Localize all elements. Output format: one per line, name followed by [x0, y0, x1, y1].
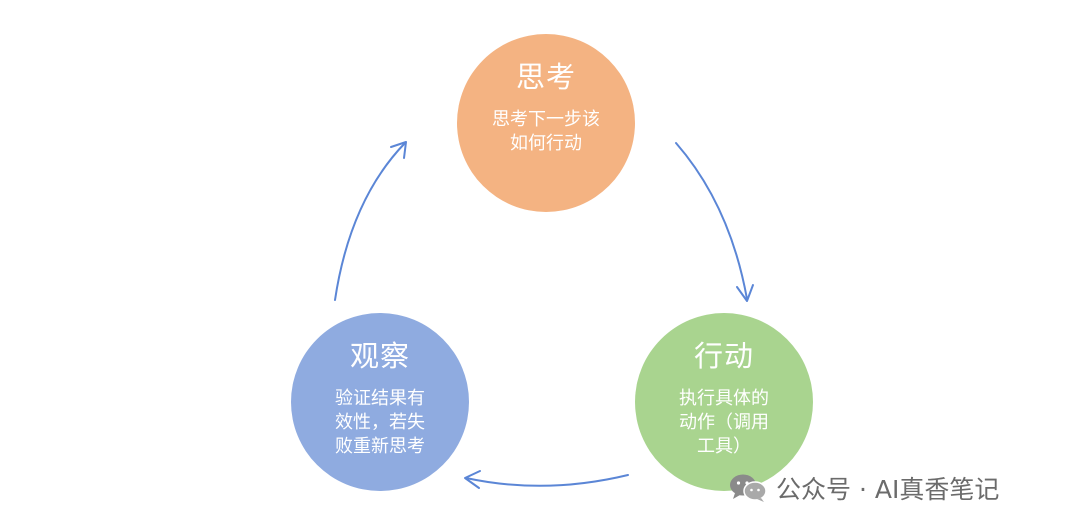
node-act: 行动 执行具体的动作（调用工具）: [635, 313, 813, 491]
node-think: 思考 思考下一步该如何行动: [457, 34, 635, 212]
arrow-observe-to-think: [334, 142, 406, 301]
arrow-act-to-observe-head: [464, 470, 481, 489]
arrow-observe-to-think-head: [390, 141, 407, 159]
node-observe-desc: 验证结果有效性，若失败重新思考: [335, 388, 425, 457]
arrow-think-to-act-head: [736, 284, 754, 302]
node-think-title: 思考: [515, 60, 576, 94]
wechat-icon: [730, 474, 767, 502]
node-act-title: 行动: [693, 339, 754, 373]
watermark: 公众号 · AI真香笔记: [728, 470, 999, 506]
node-act-desc: 执行具体的动作（调用工具）: [679, 388, 769, 457]
arrow-think-to-act: [675, 142, 748, 300]
node-observe: 观察 验证结果有效性，若失败重新思考: [291, 313, 469, 491]
arrow-act-to-observe: [465, 474, 629, 487]
watermark-text: 公众号 · AI真香笔记: [776, 475, 1000, 504]
node-observe-title: 观察: [349, 339, 410, 373]
node-think-desc: 思考下一步该如何行动: [492, 109, 600, 154]
